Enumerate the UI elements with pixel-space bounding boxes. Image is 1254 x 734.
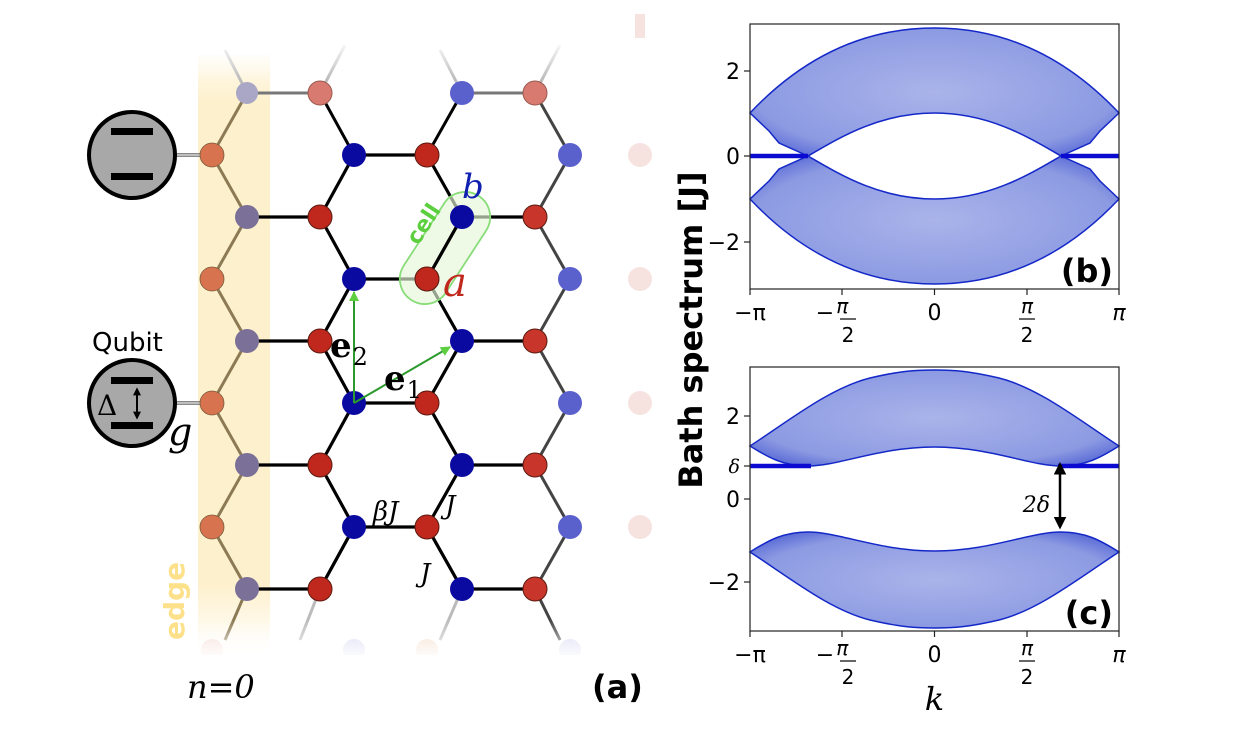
e1-vector bbox=[353, 346, 451, 404]
edge-site-a bbox=[199, 266, 225, 292]
edge-site-a bbox=[199, 142, 225, 168]
panel-b-xtick-half-pi: π bbox=[1021, 294, 1034, 318]
panel-c-xtick-half-pi-den: 2 bbox=[1021, 665, 1034, 689]
edge-site-b bbox=[235, 453, 259, 477]
panel-c-plot: 2δ 2 δ 0 −2 −π −π 2 0 π 2 π k (c) bbox=[708, 366, 1126, 718]
edge-site-a bbox=[199, 514, 225, 540]
edge-site-b bbox=[235, 205, 259, 229]
edge-bonds bbox=[210, 92, 249, 641]
qubit-driven: Δ bbox=[87, 358, 177, 448]
qubit-label: Qubit bbox=[92, 328, 163, 358]
panel-c-xtick-neg-half-pi: −π bbox=[816, 636, 849, 668]
qubit-idle bbox=[87, 110, 177, 200]
panel-b-bands bbox=[748, 27, 1121, 285]
edge-site-b bbox=[235, 329, 259, 353]
top-fade bbox=[190, 40, 660, 80]
panel-b-label: (b) bbox=[1061, 252, 1113, 290]
y-axis-label: Bath spectrum [J] bbox=[672, 171, 710, 488]
panel-c-ytick-neg2: −2 bbox=[708, 571, 740, 596]
gap-label: 2δ bbox=[1022, 493, 1050, 518]
outer-bonds bbox=[247, 91, 572, 641]
e1-label: e1 bbox=[384, 359, 422, 404]
panel-c-xtick-half-den: 2 bbox=[842, 665, 855, 689]
panel-c-xtick-pi: π bbox=[1112, 643, 1126, 668]
hop-j-label-lower: J bbox=[415, 559, 432, 589]
panel-c-label: (c) bbox=[1065, 594, 1113, 632]
cell-site-a bbox=[414, 266, 440, 292]
edge-label: edge bbox=[158, 562, 191, 640]
site-a-label: a bbox=[443, 260, 467, 306]
panel-c-xlabel: k bbox=[925, 680, 944, 718]
bottom-fade bbox=[190, 620, 660, 660]
panel-b-xtick-0: 0 bbox=[928, 301, 942, 326]
coupling-g-label: g bbox=[168, 410, 192, 454]
panel-b-ytick-neg2: −2 bbox=[708, 231, 740, 256]
delta-symbol: Δ bbox=[97, 389, 117, 422]
panel-c-xtick-neg-pi: −π bbox=[734, 643, 766, 668]
panel-b-xtick-half-pi-den: 2 bbox=[1021, 323, 1034, 347]
edge-site-b bbox=[235, 577, 259, 601]
hop-beta-j-label: βJ bbox=[372, 497, 400, 527]
site-b-label: b bbox=[462, 167, 484, 207]
edge-site-b bbox=[236, 82, 258, 104]
panel-b-xtick-neg-pi: −π bbox=[734, 301, 766, 326]
panel-c-ytick-delta: δ bbox=[729, 456, 740, 478]
panel-c-ytick-0: 0 bbox=[726, 488, 740, 513]
faded-sites bbox=[628, 14, 652, 539]
hop-j-label-upper: J bbox=[440, 491, 457, 521]
panel-a-lattice: cell b a e2 e1 βJ J J edge n=0 Qubit Δ g… bbox=[87, 14, 660, 706]
panel-b-ytick-0: 0 bbox=[726, 145, 740, 170]
panel-c-xtick-half-pi: π bbox=[1021, 636, 1034, 660]
n-zero-label: n=0 bbox=[187, 668, 255, 706]
panel-b-xtick-pi: π bbox=[1112, 301, 1126, 326]
panel-c-xtick-0: 0 bbox=[928, 643, 942, 668]
panel-b-xtick-neg-half-pi: −π bbox=[816, 294, 849, 326]
panel-a-label: (a) bbox=[592, 668, 643, 706]
cell-site-b bbox=[450, 205, 474, 229]
panel-b-xtick-half-den: 2 bbox=[842, 323, 855, 347]
outer-horizontal-bonds bbox=[570, 153, 640, 529]
panel-c-ytick-2: 2 bbox=[726, 405, 740, 430]
e2-label: e2 bbox=[330, 326, 368, 371]
panel-c-bands bbox=[748, 369, 1121, 629]
panel-b-plot: 2 0 −2 −π −π 2 0 π 2 π (b) bbox=[708, 23, 1126, 347]
edge-site-a bbox=[199, 390, 225, 416]
panel-b-ytick-2: 2 bbox=[726, 60, 740, 85]
